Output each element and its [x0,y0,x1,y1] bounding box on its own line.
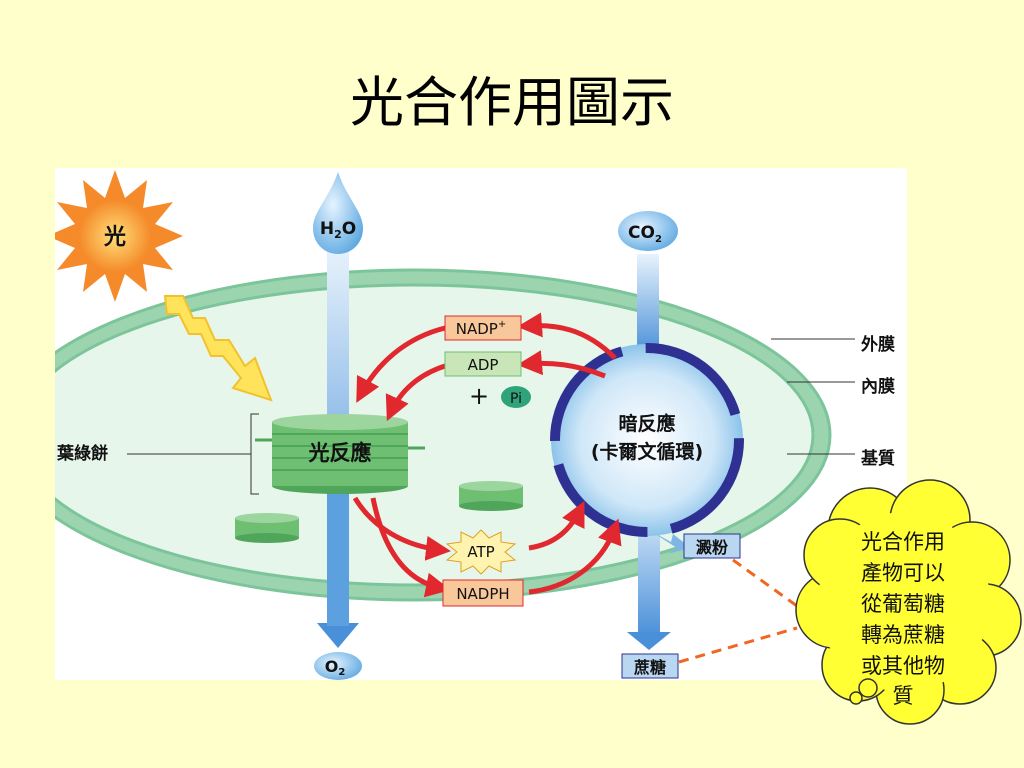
light-reaction-label: 光反應 [308,441,372,465]
nadp-plus-box: NADP+ [444,315,522,341]
nadph-to-cycle-arrow [528,518,622,595]
sun-icon: 光 [47,170,183,302]
svg-text:Pi: Pi [510,391,522,407]
adp-to-light-arrow [385,363,446,422]
atp-burst: ATP [445,529,517,575]
inner-membrane-label: 內膜 [861,376,895,397]
atp-to-cycle-arrow [528,501,585,551]
sun-label: 光 [103,225,126,250]
co2-bubble: CO2 [618,211,678,251]
dark-reaction-label: 暗反應 [618,412,675,435]
atp-arrow [352,496,451,561]
calvin-cycle: 暗反應 (卡爾文循環) [550,343,744,537]
nadp-to-light-arrow [356,325,446,403]
svg-text:O2: O2 [325,657,346,678]
svg-text:NADP+: NADP+ [456,319,506,338]
cloud-line-2: 產物可以 [861,561,945,585]
oxygen-bubble: O2 [314,652,362,680]
nadph-box: NADPH [442,579,524,607]
outer-membrane-label: 外膜 [861,334,895,355]
svg-text:ADP: ADP [468,356,499,374]
water-label: H2O [320,219,356,241]
co2-arrow [637,254,659,354]
dashed-pointer-starch [732,558,798,608]
o2-arrow-head [317,623,359,648]
cloud-line-1: 光合作用 [861,530,945,554]
sucrose-box: 蔗糖 [621,653,679,679]
cloud-line-4: 轉為蔗糖 [861,623,945,647]
svg-text:CO2: CO2 [628,223,662,245]
plus-sign: + [469,382,489,410]
pi-badge: Pi [501,386,531,408]
slide-title: 光合作用圖示 [350,71,674,134]
cloud-line-5: 或其他物 [861,654,945,678]
light-ray-icon [163,295,273,402]
adp-box: ADP [444,351,522,377]
grana-stack: 光反應 [255,414,425,494]
svg-text:蔗糖: 蔗糖 [633,658,666,677]
svg-text:澱粉: 澱粉 [696,538,728,557]
grana-label: 葉綠餅 [56,443,108,464]
cloud-line-3: 從葡萄糖 [861,592,945,616]
starch-box: 澱粉 [683,533,741,559]
diagram-panel: 光 H2O O2 CO2 暗反應 (卡爾文循環) [0,168,907,680]
dashed-pointer-sucrose [678,626,798,664]
photosynthesis-diagram: 光 H2O O2 CO2 暗反應 (卡爾文循環) [0,170,895,680]
cloud-line-6: 質 [893,684,914,708]
svg-text:ATP: ATP [467,543,494,561]
nadph-arrow [370,497,451,598]
thylakoid-small [459,481,523,511]
adp-arrow [517,350,606,379]
nadp-arrow [517,312,617,360]
water-drop-icon: H2O [313,172,363,254]
stroma-label: 基質 [860,448,895,469]
thylakoid-small [235,513,299,543]
calvin-cycle-label: (卡爾文循環) [591,440,703,463]
starch-arrow [649,530,691,554]
svg-text:NADPH: NADPH [456,585,509,603]
